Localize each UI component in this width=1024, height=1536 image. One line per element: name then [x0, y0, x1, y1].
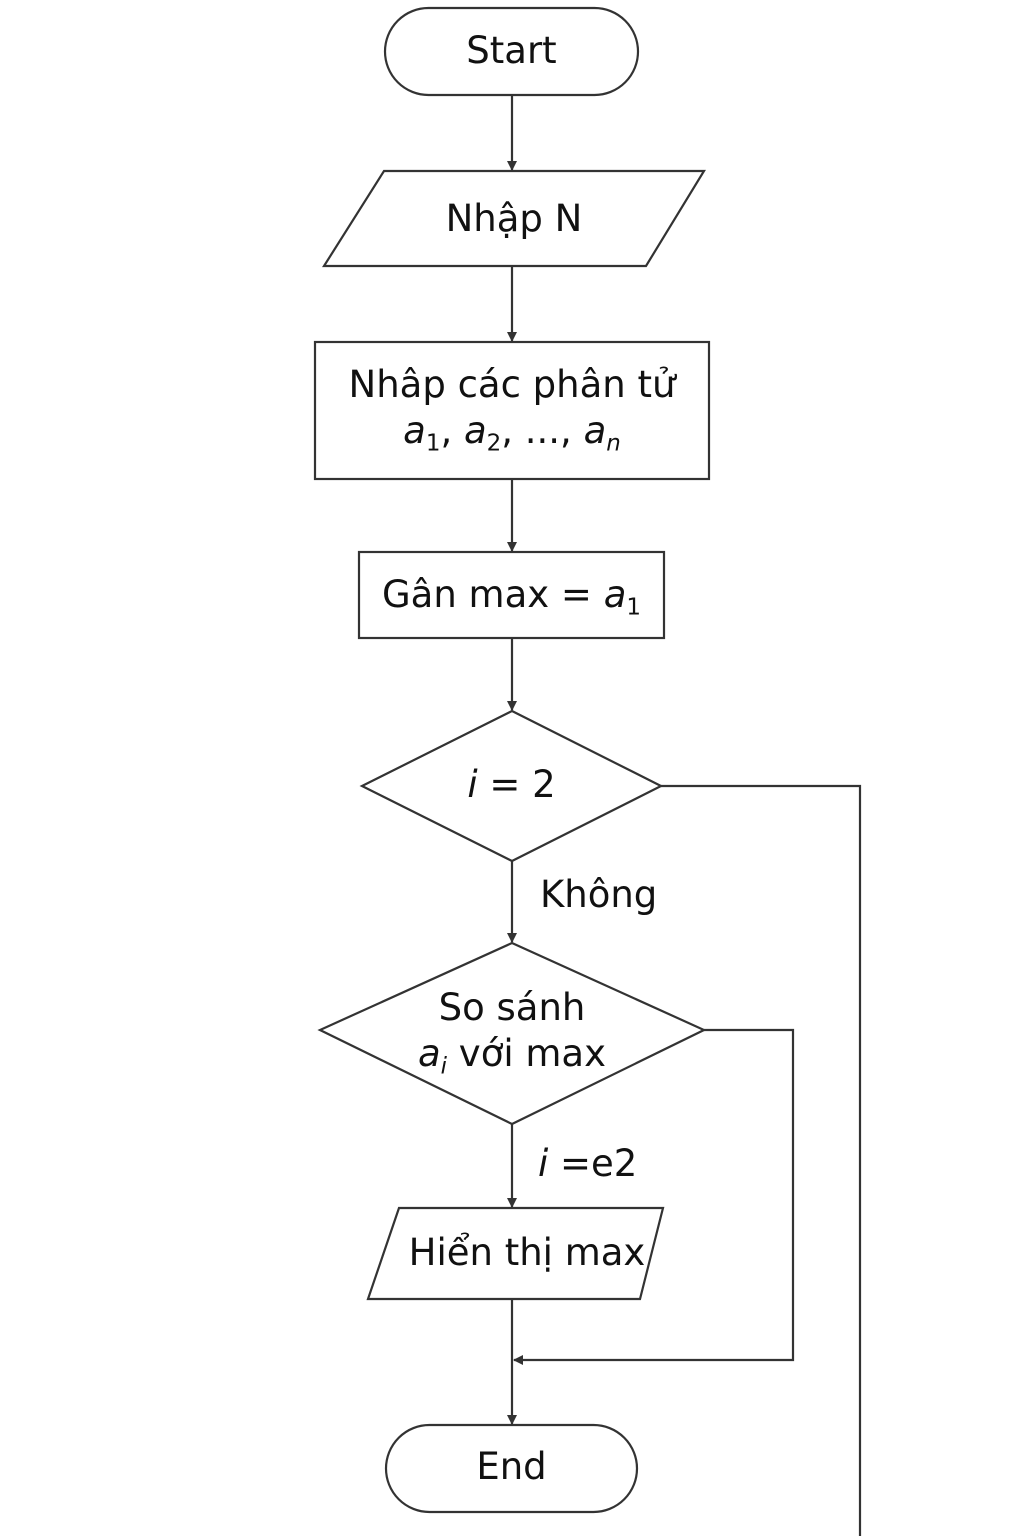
assign-text: Gân max = [382, 573, 604, 616]
start-label: Start [466, 29, 557, 72]
var-a1: a [403, 409, 426, 453]
input-elements-line1: Nhâp các phân tử [348, 363, 676, 406]
condition-rest: = 2 [477, 763, 556, 806]
condition-label: i = 2 [362, 762, 661, 808]
sub-2: 2 [486, 430, 502, 457]
input-elements-process-box [313, 340, 711, 481]
no-edge-label: Không [540, 873, 658, 916]
assign-max-label: Gân max = a1 [359, 572, 664, 621]
var-an: a [583, 409, 607, 453]
input-elements-label: Nhâp các phân tử a1, a2, ..., an [315, 362, 709, 455]
assign-var: a [603, 573, 627, 616]
compare-line2: ai với max [320, 1031, 704, 1080]
condition-var: i [467, 763, 478, 806]
display-max-parallelogram [366, 1206, 665, 1301]
separator-1: , [440, 409, 464, 453]
sub-n: n [606, 430, 621, 457]
var-a2: a [463, 409, 487, 453]
connector-condition-right-branch [661, 784, 862, 1536]
assign-max-process-box [357, 550, 666, 640]
end-terminal-shape [384, 1423, 639, 1514]
connector-compare-right-branch [513, 1028, 795, 1365]
compare-sub: i [440, 1053, 448, 1080]
separator-2: , ..., [501, 409, 584, 453]
input-n-parallelogram [322, 169, 706, 268]
display-max-label: Hiển thị max [408, 1231, 646, 1274]
end-label: End [476, 1445, 547, 1488]
compare-line1: So sánh [438, 986, 586, 1029]
loop-var: i [538, 1142, 549, 1185]
compare-var: a [417, 1032, 441, 1076]
assign-sub: 1 [626, 594, 641, 621]
compare-rest: với max [447, 1032, 606, 1076]
input-elements-line2: a1, a2, ..., an [315, 408, 709, 457]
loop-edge-label: i =e2 [538, 1141, 637, 1187]
compare-label: So sánh ai với max [320, 985, 704, 1078]
sub-1: 1 [425, 430, 441, 457]
input-n-label: Nhập N [445, 197, 583, 240]
loop-rest: =e2 [548, 1142, 638, 1185]
